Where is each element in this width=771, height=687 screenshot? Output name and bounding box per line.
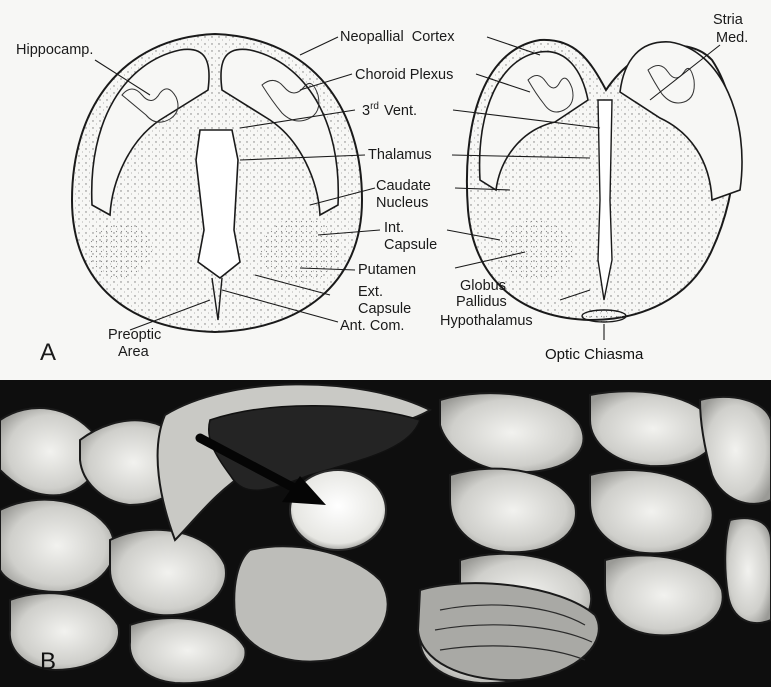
label-nucleus: Nucleus (376, 195, 428, 211)
label-putamen: Putamen (358, 262, 416, 278)
label-ext-capsule: Capsule (358, 301, 411, 317)
label-ext: Ext. (358, 284, 383, 300)
panel-letter-a: A (40, 339, 56, 366)
panel-letter-b: B (40, 648, 56, 675)
globus-pallidus-shape (497, 220, 573, 280)
label-stria: Stria (713, 12, 744, 28)
label-med: Med. (716, 30, 748, 46)
label-area: Area (118, 344, 150, 360)
right-coronal-section (467, 40, 742, 322)
third-ventricle-right (598, 100, 612, 300)
label-caudate: Caudate (376, 178, 431, 194)
brain-photograph: B (0, 380, 771, 687)
label-int: Int. (384, 220, 404, 236)
brain-section-diagram: Hippocamp. Neopallial Cortex Stria Med. … (0, 0, 771, 380)
label-neopallial-cortex: Neopallial Cortex (340, 29, 455, 45)
label-pallidus: Pallidus (456, 294, 507, 310)
panel-a-diagram: Hippocamp. Neopallial Cortex Stria Med. … (0, 0, 771, 380)
label-hypothalamus: Hypothalamus (440, 313, 533, 329)
putamen-left (88, 222, 152, 278)
label-optic-chiasma: Optic Chiasma (545, 346, 644, 363)
label-thalamus: Thalamus (368, 147, 432, 163)
label-globus: Globus (460, 278, 506, 294)
panel-b-photograph: B (0, 380, 771, 687)
left-coronal-section (72, 34, 362, 332)
third-ventricle-left (196, 130, 240, 278)
label-ant-com: Ant. Com. (340, 318, 404, 334)
label-hippocamp: Hippocamp. (16, 42, 93, 58)
label-choroid-plexus: Choroid Plexus (355, 67, 453, 83)
label-preoptic: Preoptic (108, 327, 161, 343)
optic-chiasma-shape (582, 310, 626, 322)
label-int-capsule: Capsule (384, 237, 437, 253)
putamen-right (260, 218, 340, 282)
